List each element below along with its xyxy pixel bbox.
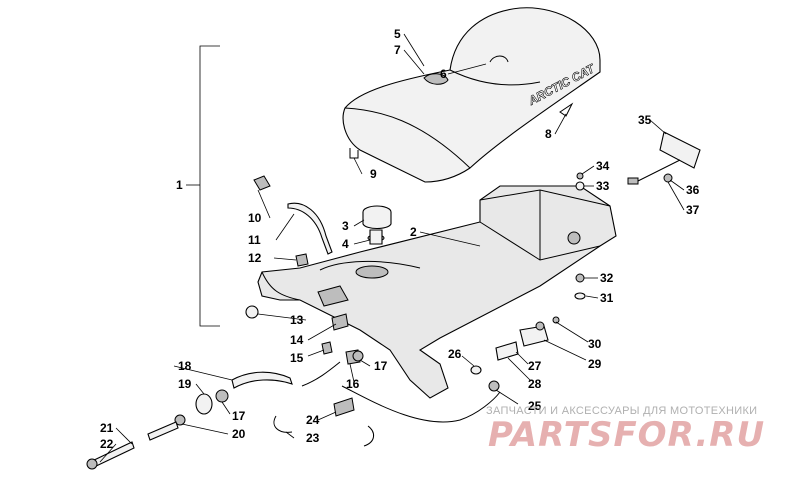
callout-31: 31	[600, 291, 614, 305]
callout-6: 6	[440, 67, 447, 81]
retaining-clip[interactable]	[273, 415, 293, 433]
callout-20: 20	[232, 427, 246, 441]
callout-33: 33	[596, 179, 610, 193]
bolt[interactable]	[552, 316, 560, 324]
callout-24: 24	[306, 413, 320, 427]
spring[interactable]	[333, 397, 355, 417]
grommet[interactable]	[470, 365, 482, 375]
fuel-hose[interactable]	[147, 421, 179, 441]
callout-21: 21	[100, 421, 114, 435]
callout-29: 29	[588, 357, 602, 371]
washer[interactable]	[575, 181, 585, 191]
callout-10: 10	[248, 211, 262, 225]
washer[interactable]	[574, 292, 586, 300]
grommet[interactable]	[295, 253, 309, 267]
fuel-line[interactable]	[231, 371, 293, 389]
callout-30: 30	[588, 337, 602, 351]
gas-cap[interactable]	[362, 205, 392, 245]
clamp[interactable]	[215, 389, 229, 403]
callout-2: 2	[410, 225, 417, 239]
callout-11: 11	[248, 233, 261, 247]
callout-4: 4	[342, 237, 349, 251]
vent-cap[interactable]	[253, 175, 271, 191]
callout-22: 22	[100, 437, 114, 451]
callout-7: 7	[394, 43, 401, 57]
callout-26: 26	[448, 347, 462, 361]
callout-5: 5	[394, 27, 401, 41]
watermark-tagline: ЗАПЧАСТИ И АКСЕССУАРЫ ДЛЯ МОТОТЕХНИКИ	[486, 405, 757, 417]
callout-16: 16	[346, 377, 360, 391]
callout-28: 28	[528, 377, 542, 391]
callout-25: 25	[528, 399, 542, 413]
callout-18: 18	[178, 359, 192, 373]
callout-37: 37	[686, 203, 700, 217]
callout-8: 8	[545, 127, 552, 141]
callout-9: 9	[370, 167, 377, 181]
clamp[interactable]	[174, 414, 186, 426]
callout-14: 14	[290, 333, 304, 347]
fuel-filter[interactable]	[195, 393, 213, 415]
assembly-bracket	[199, 45, 220, 327]
callout-labels: 1 2 3 4 5 6 7 8 9 10 11 12 13 14 15 16 1…	[100, 27, 700, 451]
callout-36: 36	[686, 183, 700, 197]
fuel-fitting[interactable]	[321, 341, 333, 355]
washer[interactable]	[245, 305, 259, 319]
callout-19: 19	[178, 377, 192, 391]
gas-tank-base[interactable]	[257, 185, 617, 399]
callout-15: 15	[290, 351, 304, 365]
fitting[interactable]	[519, 325, 549, 347]
bolt[interactable]	[576, 172, 584, 180]
bolt[interactable]	[575, 273, 585, 283]
callout-23: 23	[306, 431, 320, 445]
callout-32: 32	[600, 271, 614, 285]
fuel-gauge-sender[interactable]	[627, 131, 701, 185]
retaining-clip[interactable]	[363, 425, 374, 447]
vent-hose[interactable]	[287, 202, 333, 255]
seat-clip[interactable]	[349, 148, 359, 159]
callout-34: 34	[596, 159, 610, 173]
watermark: ЗАПЧАСТИ И АКСЕССУАРЫ ДЛЯ МОТОТЕХНИКИ PA…	[486, 405, 765, 455]
callout-13: 13	[290, 313, 304, 327]
callout-35: 35	[638, 113, 652, 127]
watermark-logo: PARTSFOR.RU	[488, 415, 765, 455]
callout-1: 1	[176, 178, 183, 192]
fuel-valve[interactable]	[495, 341, 519, 361]
seat-assembly[interactable]: ARCTIC CAT	[342, 7, 601, 183]
callout-17a: 17	[374, 359, 388, 373]
callout-3: 3	[342, 219, 349, 233]
leader-lines	[99, 33, 685, 463]
callout-12: 12	[248, 251, 262, 265]
choke-cable[interactable]	[341, 385, 501, 423]
callout-27: 27	[528, 359, 542, 373]
callout-17b: 17	[232, 409, 246, 423]
